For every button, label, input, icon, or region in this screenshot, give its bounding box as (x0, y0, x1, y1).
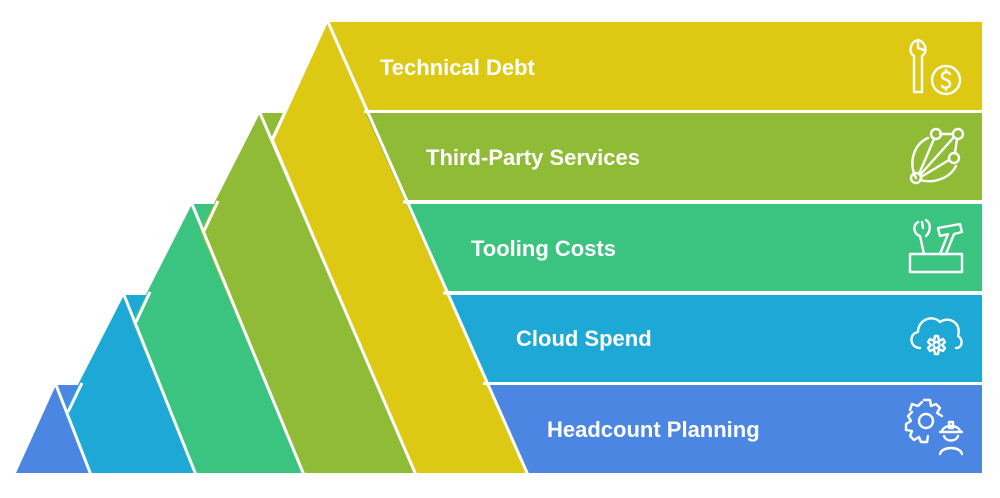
network-globe-icon (909, 127, 965, 185)
gear-worker-icon (904, 398, 964, 456)
layer-label-tooling-costs: Tooling Costs (471, 236, 617, 261)
layer-technical-debt (274, 22, 982, 473)
cloud-gear-icon (910, 317, 963, 356)
layer-tooling-costs (132, 204, 982, 473)
layer-label-third-party-services: Third-Party Services (426, 145, 640, 170)
layer-label-headcount-planning: Headcount Planning (547, 417, 760, 442)
toolbox-icon (908, 218, 964, 274)
layer-label-technical-debt: Technical Debt (380, 55, 535, 80)
separator-lines (54, 21, 984, 476)
layer-headcount-planning (16, 385, 982, 473)
layer-cloud-spend (64, 295, 982, 473)
layer-third-party-services (200, 113, 982, 473)
layer-label-cloud-spend: Cloud Spend (516, 326, 652, 351)
wrench-dollar-icon (909, 38, 962, 96)
